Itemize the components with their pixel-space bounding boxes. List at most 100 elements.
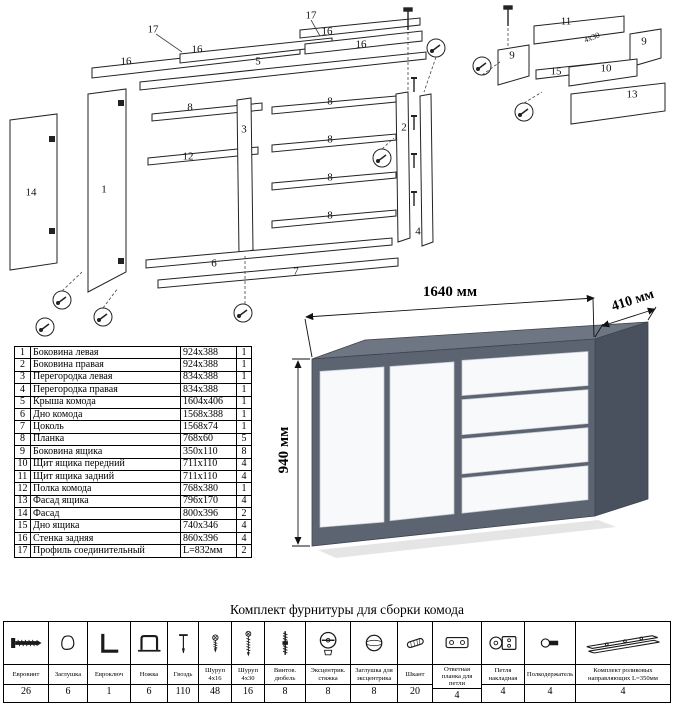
part-name: Щит ящика передний <box>30 457 181 471</box>
part-drawer-side <box>629 28 662 68</box>
hardware-item-name: Заглушка для эксцентрика <box>351 665 397 685</box>
hardware-item-qty: 4 <box>547 686 553 697</box>
hardware-item-name: Шуруп 4x16 <box>199 665 231 685</box>
part-callout-number: 9 <box>509 49 515 62</box>
hardware-item-qty: 4 <box>500 686 506 697</box>
part-callout-number: 16 <box>191 43 203 56</box>
part-callout-number: 8 <box>327 133 333 146</box>
part-qty: 2 <box>236 507 252 521</box>
part-qty: 4 <box>236 457 252 471</box>
part-size: 768x380 <box>180 482 237 496</box>
part-qty: 4 <box>236 519 252 533</box>
hardware-item-name: Эксцентрик. стяжка <box>306 665 350 685</box>
part-qty: 1 <box>236 420 252 434</box>
width-dimension <box>304 294 595 358</box>
part-name: Щит ящика задний <box>30 469 181 484</box>
hardware-item-qty: 6 <box>146 686 152 697</box>
part-num: 13 <box>14 494 31 509</box>
part-drawer-front <box>568 58 638 87</box>
part-qty: 1 <box>236 395 252 409</box>
part-name: Фасад ящика <box>30 494 181 509</box>
part-callout-number: 17 <box>305 9 317 22</box>
part-name: Фасад <box>30 507 181 521</box>
part-num: 6 <box>14 407 31 422</box>
part-size: 740x346 <box>180 519 237 533</box>
part-num: 16 <box>14 531 31 546</box>
plug-icon <box>49 622 87 665</box>
part-callout-number: 8 <box>327 95 333 108</box>
part-size: 711x110 <box>180 457 237 471</box>
hardware-item-name: Ответная планка для петли <box>433 665 481 690</box>
exploded-view-diagram <box>9 5 666 337</box>
dresser-drawer-2 <box>461 389 589 436</box>
part-name: Крыша комода <box>30 395 181 409</box>
hardware-item-name: Комплект роликовых направляющих L=350мм <box>576 665 670 685</box>
part-num: 7 <box>14 420 31 434</box>
hexkey-icon <box>88 622 130 665</box>
part-divider-right <box>395 91 411 243</box>
part-callout-number: 2 <box>401 121 407 134</box>
eccentric-cap-icon <box>351 622 397 665</box>
part-num: 9 <box>14 445 31 459</box>
part-callout-number: 16 <box>355 38 367 51</box>
part-num: 5 <box>14 395 31 409</box>
part-num: 11 <box>14 469 31 484</box>
depth-dimension <box>594 306 657 338</box>
dresser-drawer-1 <box>461 351 589 396</box>
part-qty: 1 <box>236 482 252 496</box>
part-num: 3 <box>14 370 31 385</box>
part-plank <box>271 209 397 229</box>
hardware-item-name: Заглушка <box>49 665 87 685</box>
part-callout-number: 16 <box>321 25 333 38</box>
part-name: Профиль соединительный <box>30 544 181 558</box>
hardware-item-qty: 8 <box>282 686 288 697</box>
part-qty: 2 <box>236 544 252 558</box>
part-name: Цоколь <box>30 420 181 434</box>
part-size: 834x388 <box>180 383 237 397</box>
part-callout-number: 7 <box>293 265 299 278</box>
part-name: Полка комода <box>30 482 181 496</box>
hardware-item-qty: 48 <box>210 686 220 697</box>
part-back-slat <box>299 17 421 39</box>
part-qty: 1 <box>236 370 252 385</box>
part-size: 1568x74 <box>180 420 237 434</box>
dresser-drawer-4 <box>461 465 589 514</box>
hardware-item-name: Евровинт <box>4 665 48 685</box>
part-side-left <box>87 88 127 293</box>
hardware-title: Комплект фурнитуры для сборки комода <box>229 602 464 617</box>
part-name: Боковина ящика <box>30 445 181 459</box>
part-drawer-facade <box>570 82 666 125</box>
leg-icon <box>131 622 167 665</box>
part-size: 860x396 <box>180 531 237 546</box>
part-num: 17 <box>14 544 31 558</box>
hardware-item-qty: 6 <box>65 686 71 697</box>
part-callout-number: 13 <box>626 88 638 101</box>
part-plank <box>151 102 263 122</box>
part-callout-number: 4 <box>415 225 421 238</box>
part-plank <box>271 133 397 153</box>
part-size: 800x396 <box>180 507 237 521</box>
part-size: 796x170 <box>180 494 237 509</box>
hardware-item-name: Винтов. дюбель <box>265 665 305 685</box>
